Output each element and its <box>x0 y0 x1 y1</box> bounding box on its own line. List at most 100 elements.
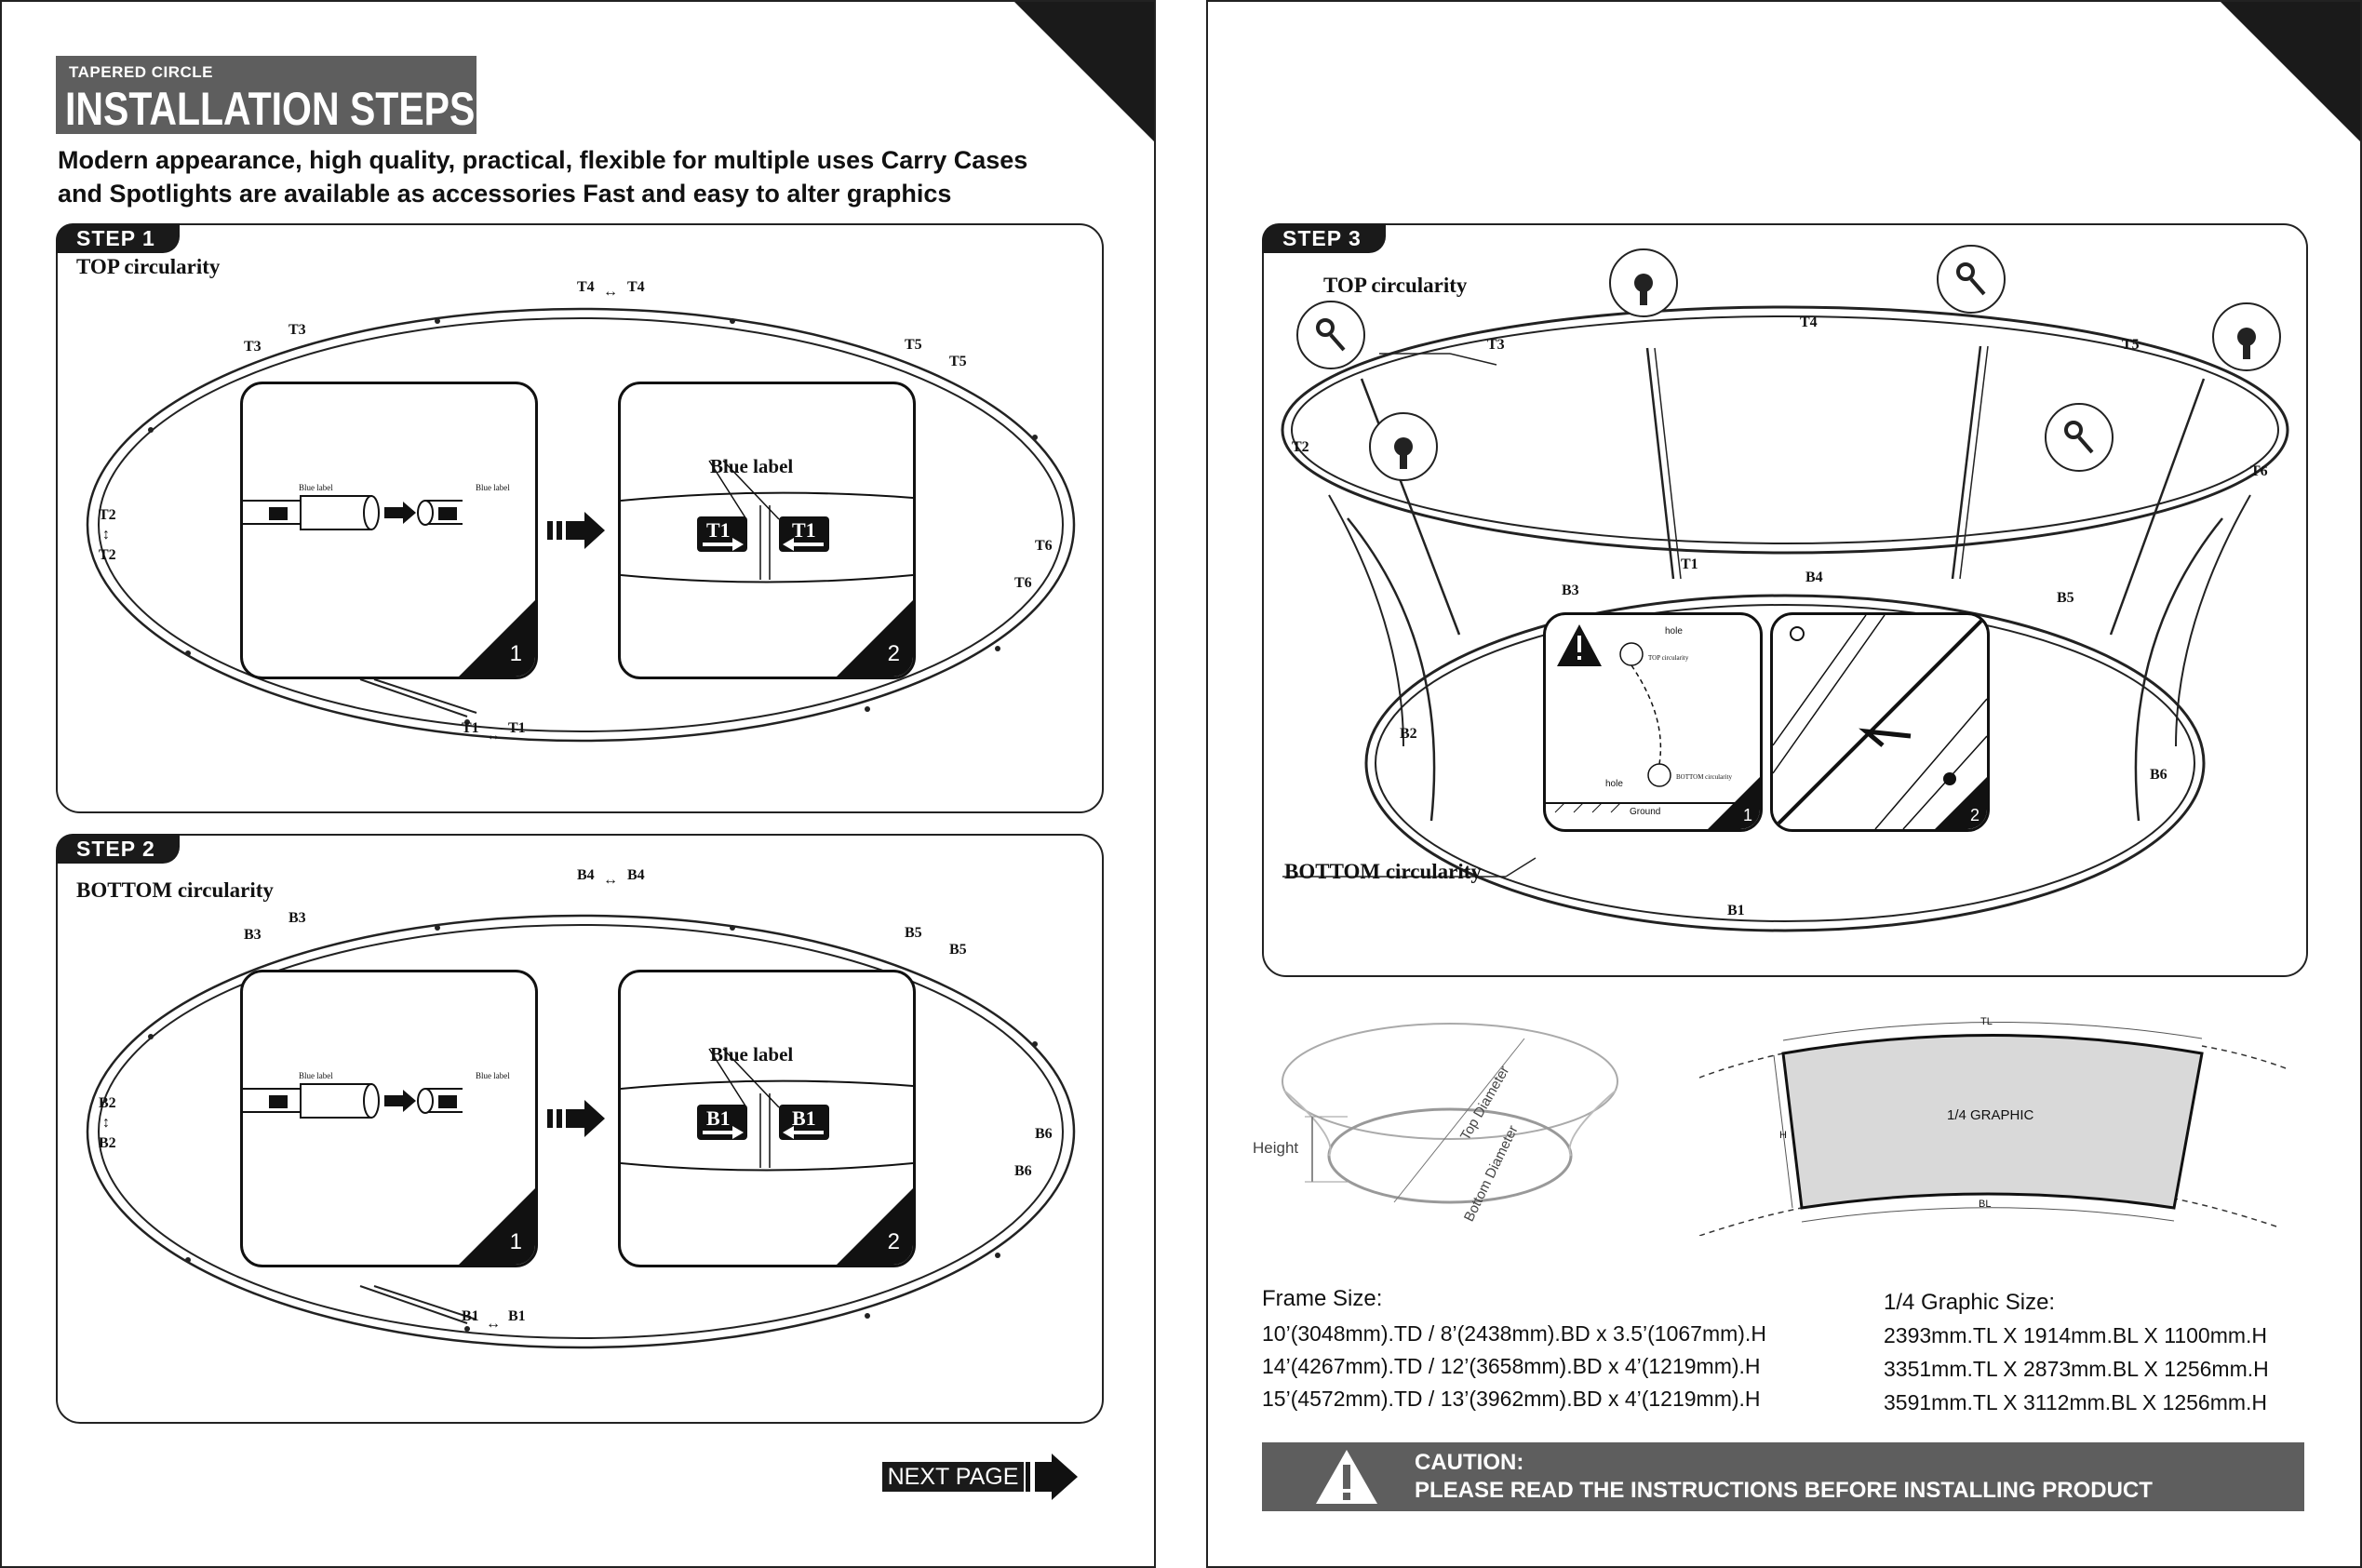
step3-top-label: TOP circularity <box>1323 274 1468 297</box>
step3-frame <box>1262 223 2308 977</box>
s3-t6: T6 <box>2250 463 2268 479</box>
inset-number: 1 <box>509 1229 522 1254</box>
s3-b3: B3 <box>1562 583 1579 598</box>
left-page: TAPERED CIRCLE INSTALLATION STEPS Modern… <box>0 0 1156 1568</box>
page-gutter <box>1156 0 1206 1568</box>
caution-text: PLEASE READ THE INSTRUCTIONS BEFORE INST… <box>1415 1478 2153 1503</box>
t6-top: T6 <box>1035 538 1053 554</box>
b4-right: B4 <box>627 867 645 883</box>
graphic-size-row: 3591mm.TL X 3112mm.BL X 1256mm.H <box>1884 1390 2268 1414</box>
t3-right: T3 <box>289 322 306 338</box>
t1-right: T1 <box>508 720 526 736</box>
step1-frame <box>56 223 1104 813</box>
b1-arrow-icon: ↔ <box>486 1316 501 1332</box>
b2-top: B2 <box>99 1095 116 1111</box>
t1-arrow-icon: ↔ <box>486 728 501 744</box>
s3-t4: T4 <box>1800 315 1818 330</box>
step1-badge: STEP 1 <box>56 223 180 253</box>
graphic-size-row: 3351mm.TL X 2873mm.BL X 1256mm.H <box>1884 1357 2269 1381</box>
tl-label: TL <box>1980 1016 1993 1027</box>
inset2-blue-tag: Blue label <box>710 1043 794 1065</box>
caution-banner: CAUTION: PLEASE READ THE INSTRUCTIONS BE… <box>1262 1442 2304 1511</box>
inset-hole-top: hole <box>1665 626 1683 637</box>
inset1-blue-tag: Blue label <box>299 483 333 492</box>
step2-frame <box>56 834 1104 1424</box>
s3-b1: B1 <box>1727 903 1745 918</box>
h-label: H <box>1779 1130 1787 1141</box>
intro-line-1: Modern appearance, high quality, practic… <box>58 146 1028 174</box>
next-page-label: NEXT PAGE <box>882 1462 1024 1492</box>
arrow-right-icon <box>547 512 605 549</box>
inset2-blue-tag: Blue label <box>710 455 794 477</box>
step3-frame-drawing <box>1281 245 2289 932</box>
step2-inset-2: Blue label B1 B1 2 <box>618 970 916 1267</box>
page-corner <box>2221 2 2360 141</box>
frame-size-row: 15’(4572mm).TD / 13’(3962mm).BD x 4’(121… <box>1262 1387 1761 1411</box>
t4-right: T4 <box>627 279 645 295</box>
step3-inset-2: 2 <box>1770 612 1990 832</box>
step3-badge: STEP 3 <box>1262 223 1386 253</box>
t1-left: T1 <box>462 720 479 736</box>
t2-arrow-icon: ↕ <box>102 527 110 543</box>
inset-number: 1 <box>1742 806 1752 824</box>
page-corner <box>1014 2 1154 141</box>
inset2-tag-left: B1 <box>706 1106 731 1130</box>
graphic-size-heading: 1/4 Graphic Size: <box>1884 1290 2056 1315</box>
inset1-blue-tag-2: Blue label <box>476 1071 510 1080</box>
title-subtitle: TAPERED CIRCLE <box>69 63 213 81</box>
b3-right: B3 <box>289 910 306 926</box>
step3-bottom-label: BOTTOM circularity <box>1284 860 1482 883</box>
label-alignment-drawing <box>621 1048 913 1172</box>
hole-alignment-drawing <box>1546 624 1760 813</box>
s3-b6: B6 <box>2150 767 2167 783</box>
frame-dimension-drawing <box>1282 1023 1618 1204</box>
b1-left: B1 <box>462 1308 479 1324</box>
intro-text: Modern appearance, high quality, practic… <box>58 143 1100 210</box>
b6-top: B6 <box>1035 1126 1053 1142</box>
tube-connection-drawing <box>243 1083 463 1119</box>
inset1-blue-tag-2: Blue label <box>476 483 510 492</box>
step1-label: TOP circularity <box>76 255 221 278</box>
inset2-tag-right: B1 <box>792 1106 816 1130</box>
b6-bottom: B6 <box>1014 1163 1032 1179</box>
step2-ring-drawing <box>86 914 1076 1349</box>
frame-size-row: 10’(3048mm).TD / 8’(2438mm).BD x 3.5’(10… <box>1262 1321 1766 1346</box>
height-label: Height <box>1253 1139 1299 1157</box>
step2-badge: STEP 2 <box>56 834 180 864</box>
corner-triangle <box>837 1188 913 1265</box>
page-title: INSTALLATION STEPS <box>65 83 476 135</box>
b5-left: B5 <box>905 925 922 941</box>
s3-b5: B5 <box>2057 590 2074 606</box>
t4-arrow-icon: ↔ <box>603 284 618 300</box>
graphic-label: 1/4 GRAPHIC <box>1947 1107 2034 1123</box>
frame-size-row: 14’(4267mm).TD / 12’(3658mm).BD x 4’(121… <box>1262 1354 1761 1378</box>
b4-left: B4 <box>577 867 595 883</box>
b2-bottom: B2 <box>99 1135 116 1151</box>
t4-left: T4 <box>577 279 595 295</box>
s3-t3: T3 <box>1487 337 1505 353</box>
inset-bottom-circ: BOTTOM circularity <box>1676 773 1732 781</box>
b4-arrow-icon: ↔ <box>603 872 618 888</box>
b3-left: B3 <box>244 927 262 943</box>
bl-label: BL <box>1979 1199 1992 1210</box>
inset2-tag-right: T1 <box>792 518 816 542</box>
inset-top-circ: TOP circularity <box>1648 654 1689 662</box>
corner-triangle <box>1935 777 1987 829</box>
intro-line-2: and Spotlights are available as accessor… <box>58 180 952 208</box>
right-page: STEP 3 TOP circularity BOTTOM circularit… <box>1206 0 2362 1568</box>
warning-icon <box>1316 1450 1377 1504</box>
graphic-panel-drawing <box>1699 1022 2287 1236</box>
t5-left: T5 <box>905 337 922 353</box>
inset-ground: Ground <box>1630 807 1661 817</box>
t2-bottom: T2 <box>99 547 116 563</box>
inset-hole-bottom: hole <box>1605 779 1623 789</box>
title-box: TAPERED CIRCLE INSTALLATION STEPS <box>56 56 476 135</box>
step2-label: BOTTOM circularity <box>76 878 274 902</box>
label-alignment-drawing <box>621 460 913 583</box>
b1-right: B1 <box>508 1308 526 1324</box>
s3-t2: T2 <box>1292 439 1309 455</box>
arrow-right-icon <box>547 1100 605 1137</box>
t2-top: T2 <box>99 507 116 523</box>
t3-left: T3 <box>244 339 262 355</box>
frame-size-heading: Frame Size: <box>1262 1286 1383 1311</box>
